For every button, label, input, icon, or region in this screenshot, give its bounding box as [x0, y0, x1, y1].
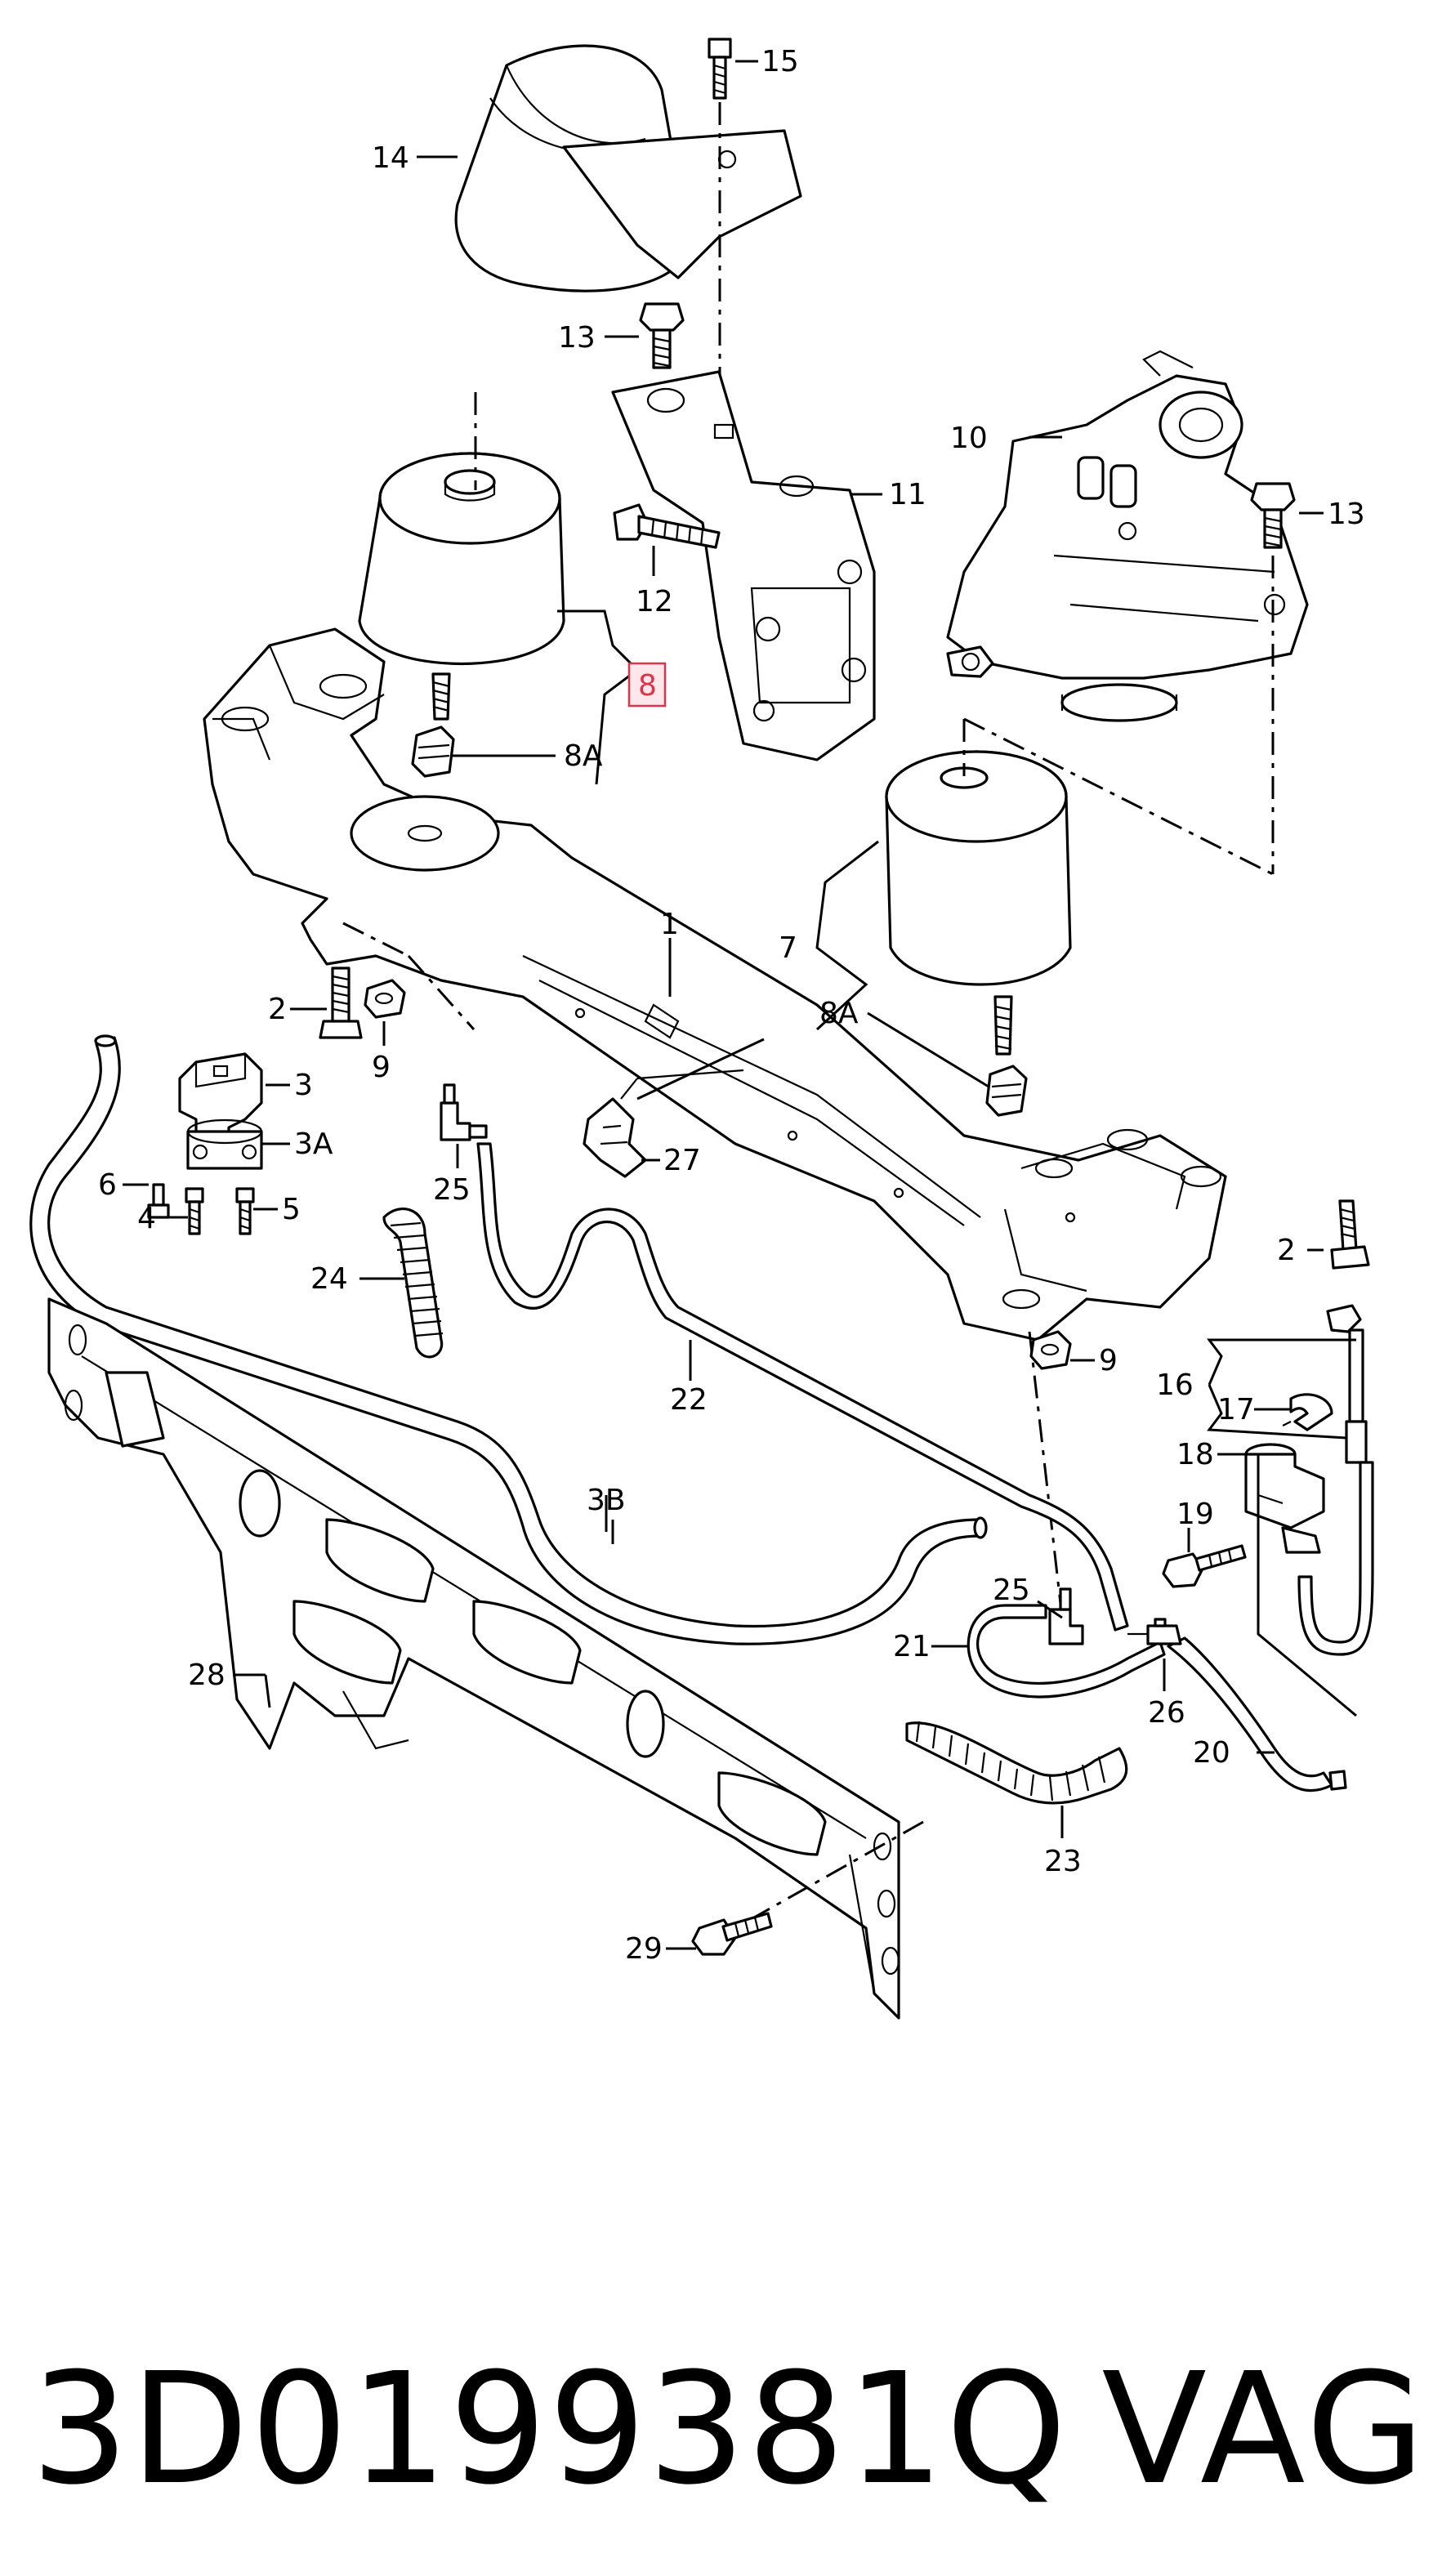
label-2-left: 2	[268, 993, 287, 1026]
label-8a-right: 8A	[819, 997, 859, 1030]
label-10: 10	[950, 422, 988, 455]
part-25-elbow-left	[440, 1083, 488, 1141]
part-number: 3D0199381Q	[31, 2340, 1069, 2519]
label-13-left: 13	[558, 321, 596, 355]
label-6: 6	[98, 1168, 117, 1202]
label-16: 16	[1156, 1368, 1194, 1402]
label-17: 17	[1217, 1393, 1255, 1426]
exploded-parts-diagram: 15 14 13 11 10 13 12 8 8A 1 7 8A 2 9 3 3…	[29, 38, 1374, 2020]
label-15: 15	[761, 45, 799, 78]
part-8-mount-left	[358, 392, 565, 721]
part-24-corrugated-hose	[382, 1208, 444, 1359]
part-11-bracket	[611, 370, 876, 761]
label-26: 26	[1148, 1696, 1185, 1730]
label-11: 11	[889, 478, 926, 511]
part-3-clamp	[178, 1052, 263, 1170]
highlight-box-8	[627, 662, 667, 708]
part-1-subframe	[203, 627, 1227, 1618]
label-29: 29	[625, 1932, 663, 1966]
label-14: 14	[372, 141, 409, 175]
label-12: 12	[636, 585, 673, 618]
label-18: 18	[1176, 1438, 1214, 1471]
label-2-right: 2	[1277, 1234, 1296, 1267]
part-20-hose	[1167, 1461, 1374, 1792]
part-labels: 15 14 13 11 10 13 12 8 8A 1 7 8A 2 9 3 3…	[98, 45, 1365, 1966]
label-9-right: 9	[1099, 1344, 1118, 1377]
part-9-nut-right	[1029, 1330, 1072, 1370]
part-2-bolt-right	[1330, 1199, 1370, 1270]
label-25-right: 25	[993, 1574, 1030, 1607]
part-12-bolt	[613, 503, 721, 549]
label-23: 23	[1044, 1845, 1082, 1878]
part-17-clip	[1282, 1393, 1333, 1431]
part-8a-nut-right	[985, 1065, 1028, 1117]
label-3b: 3B	[587, 1484, 626, 1517]
part-26-connector	[1127, 1618, 1182, 1645]
label-21: 21	[893, 1630, 931, 1663]
part-9-nut-left	[364, 979, 406, 1019]
label-25-left: 25	[433, 1173, 471, 1207]
part-19-bolt	[1162, 1544, 1247, 1588]
label-3a: 3A	[294, 1127, 333, 1161]
label-8: 8	[638, 669, 657, 703]
part-15-bolt	[708, 38, 732, 392]
part-14-shield	[454, 44, 802, 292]
label-20: 20	[1193, 1736, 1230, 1770]
label-8a-left: 8A	[564, 739, 603, 773]
part-4-bolt	[185, 1187, 204, 1235]
part-8a-nut-left	[411, 725, 455, 778]
brand-name: VAG	[1101, 2340, 1428, 2519]
part-18-valve	[1244, 1443, 1325, 1554]
part-16-solenoid-assembly	[1326, 1304, 1368, 1464]
label-1: 1	[660, 908, 679, 941]
part-2-bolt-left	[319, 967, 363, 1039]
label-27: 27	[663, 1144, 701, 1177]
label-19: 19	[1176, 1498, 1214, 1531]
part-29-bolt	[691, 1912, 773, 1956]
part-25-elbow-right	[1048, 1587, 1084, 1645]
label-5: 5	[282, 1193, 301, 1226]
label-3: 3	[294, 1069, 313, 1102]
part-22-tube	[476, 1142, 1129, 1632]
label-13-right: 13	[1328, 498, 1365, 531]
part-10-engine-support	[946, 350, 1309, 722]
part-28-skid-plate	[47, 1297, 924, 2020]
part-7-mount-right	[885, 719, 1072, 1056]
label-7: 7	[779, 931, 797, 965]
part-23-corrugated-hose	[905, 1721, 1128, 1805]
leader-lines	[123, 60, 1357, 1950]
label-9-left: 9	[372, 1051, 391, 1084]
label-22: 22	[670, 1383, 708, 1417]
label-28: 28	[188, 1659, 225, 1692]
part-13-bolt-left	[639, 302, 685, 369]
part-21-hose	[967, 1604, 1166, 1699]
part-13-bolt-right	[963, 482, 1296, 876]
label-4: 4	[137, 1202, 156, 1235]
part-5-bolt	[235, 1187, 255, 1235]
label-24: 24	[310, 1262, 348, 1296]
